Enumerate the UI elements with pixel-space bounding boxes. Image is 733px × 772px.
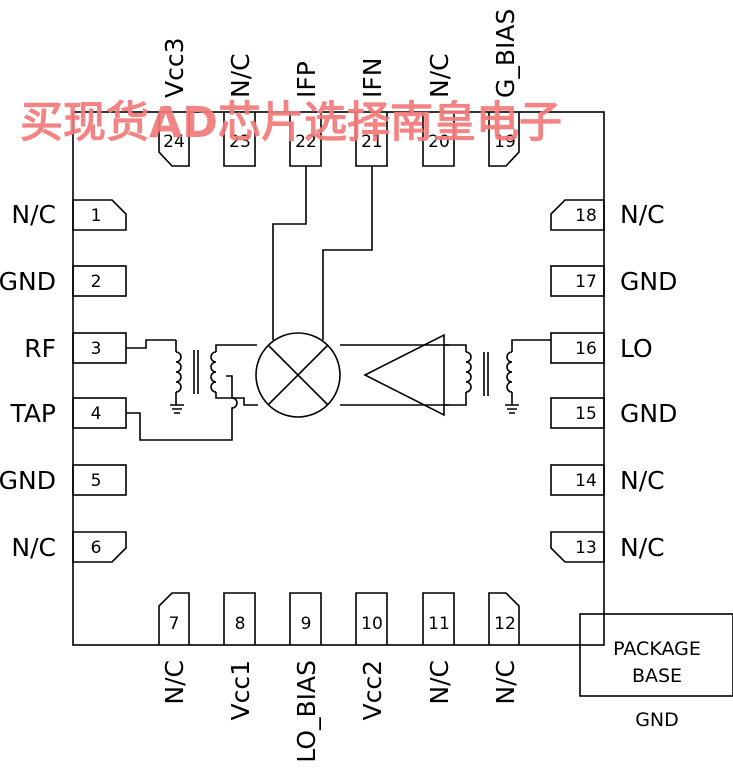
pin-6-label: N/C — [11, 533, 56, 562]
pin-13-pad — [550, 531, 605, 563]
pin-20-label: N/C — [425, 53, 454, 98]
pin-15-label: GND — [620, 399, 677, 428]
pin-17-number: 17 — [575, 272, 597, 292]
rf-balun-core — [193, 350, 199, 394]
pin-11-number: 11 — [428, 614, 450, 634]
pin-8-pad — [223, 592, 256, 645]
pin-2-number: 2 — [91, 272, 102, 292]
pin-9-number: 9 — [301, 614, 312, 634]
pin-10-label: Vcc2 — [358, 660, 387, 721]
pin-22-label: IFP — [292, 61, 321, 98]
lo-ground-icon — [505, 404, 519, 414]
pin-6-pad — [72, 531, 127, 563]
pin-17-label: GND — [620, 267, 677, 296]
package-base-gnd: GND — [635, 709, 679, 731]
pin-18-label: N/C — [620, 200, 665, 229]
pin-14-pad — [550, 464, 605, 496]
pin-24-number: 24 — [163, 132, 185, 152]
pin-11-pad — [422, 592, 455, 645]
pin-22-number: 22 — [295, 132, 317, 152]
pin-3-label: RF — [24, 334, 56, 363]
pin-18-number: 18 — [575, 206, 597, 226]
pin-5-number: 5 — [91, 471, 102, 491]
pin-17-pad — [550, 265, 605, 297]
pin-12-label: N/C — [491, 660, 520, 705]
pin-11-label: N/C — [425, 660, 454, 705]
pin-24-pad — [158, 112, 190, 167]
pin-8-number: 8 — [235, 614, 246, 634]
ifp-wire — [272, 166, 307, 340]
pin-14-number: 14 — [575, 471, 597, 491]
pin-20-number: 20 — [428, 132, 450, 152]
lo-balun-secondary — [506, 351, 513, 393]
pin-21-label: IFN — [358, 58, 387, 98]
balun-to-mixer-top — [215, 344, 257, 352]
pin-15-number: 15 — [575, 404, 597, 424]
pin-2-label: GND — [0, 267, 56, 296]
pin-19-number: 19 — [494, 132, 516, 152]
package-base-box — [579, 613, 733, 697]
pin-1-pad — [72, 199, 127, 231]
pin-12-number: 12 — [494, 614, 516, 634]
pin-10-number: 10 — [361, 614, 383, 634]
pin-6-number: 6 — [91, 538, 102, 558]
lo-amplifier-triangle — [363, 333, 445, 417]
pin-7-pad — [158, 592, 190, 645]
lo-wire — [511, 339, 551, 352]
pin-5-pad — [72, 464, 127, 496]
rf-balun-secondary — [210, 351, 217, 393]
pin-4-label: TAP — [9, 399, 56, 428]
package-body — [72, 111, 605, 646]
pin-13-label: N/C — [620, 533, 665, 562]
pin-23-pad — [223, 112, 256, 167]
package-base-line1: PACKAGE — [613, 638, 701, 660]
pin-16-pad — [550, 332, 605, 364]
pin-15-pad — [550, 397, 605, 429]
rf-balun-primary — [175, 351, 182, 393]
rf-wire — [126, 339, 176, 349]
pin-12-pad — [488, 592, 520, 645]
package-base-line2: BASE — [632, 665, 682, 687]
pin-9-label: LO_BIAS — [292, 660, 321, 763]
lo-balun-primary — [465, 351, 472, 393]
mixer-cross — [267, 344, 329, 406]
mixer-circle — [255, 332, 341, 418]
pin-23-label: N/C — [226, 53, 255, 98]
pin-4-number: 4 — [91, 404, 102, 424]
pin-2-pad — [72, 265, 127, 297]
pin-7-label: N/C — [160, 660, 189, 705]
pin-20-pad — [422, 112, 455, 167]
pin-1-number: 1 — [91, 206, 102, 226]
pin-5-label: GND — [0, 466, 56, 495]
pin-9-pad — [289, 592, 322, 645]
pin-21-number: 21 — [361, 132, 383, 152]
ifn-wire — [322, 166, 373, 340]
pin-18-pad — [550, 199, 605, 231]
rf-ground-icon — [170, 404, 184, 414]
pin-8-label: Vcc1 — [226, 660, 255, 721]
pin-16-number: 16 — [575, 339, 597, 359]
balun-to-mixer-bottom — [232, 397, 258, 406]
pin-19-pad — [488, 112, 520, 167]
pin-3-number: 3 — [91, 339, 102, 359]
pin-1-label: N/C — [11, 200, 56, 229]
pin-16-label: LO — [620, 334, 653, 363]
lo-balun-core — [483, 352, 489, 396]
pin-13-number: 13 — [575, 538, 597, 558]
pin-7-number: 7 — [169, 614, 180, 634]
pin-19-label: G_BIAS — [491, 9, 520, 98]
pin-24-label: Vcc3 — [160, 38, 189, 99]
pin-14-label: N/C — [620, 466, 665, 495]
pin-10-pad — [355, 592, 388, 645]
pin-23-number: 23 — [229, 132, 251, 152]
